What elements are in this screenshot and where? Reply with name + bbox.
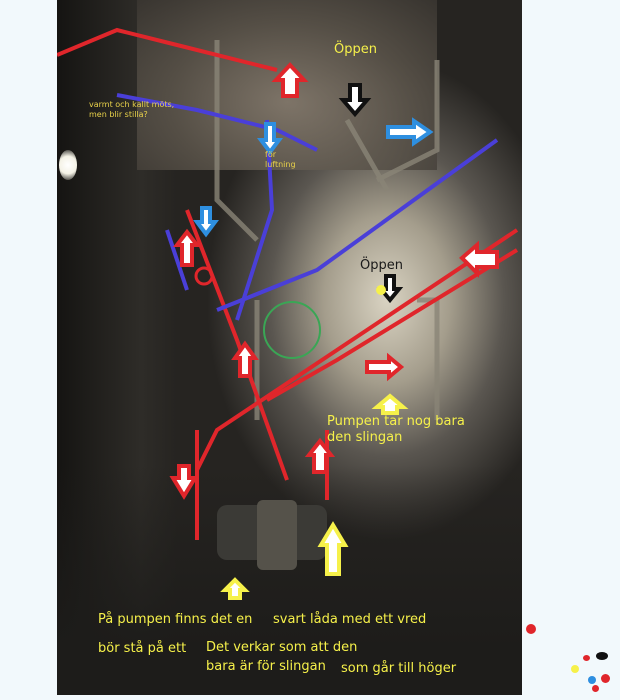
- pump: [217, 500, 327, 570]
- red-dot-3: [592, 685, 599, 692]
- yellow-up-arrow-mid: [371, 393, 409, 415]
- red-right-arrow-mid: [365, 352, 405, 382]
- pump-note: Pumpen tar nog bara den slingan: [327, 414, 465, 446]
- hot-water-pipes: [57, 27, 519, 540]
- bottom-text-2a: bör stå på ett: [98, 641, 187, 656]
- valve-highlight-circle: [263, 301, 321, 359]
- red-down-arrow-left: [169, 464, 199, 500]
- red-dot: [526, 624, 536, 634]
- red-dot-2: [601, 674, 610, 683]
- yellow-dot: [571, 665, 579, 673]
- vent-note: för luftning: [265, 150, 296, 170]
- red-left-arrow-right: [459, 240, 499, 278]
- cold-water-pipes: [116, 93, 499, 321]
- blue-down-arrow-vent: [257, 122, 283, 156]
- hot-pipe-top: [57, 27, 278, 72]
- bottom-text-3b: som går till höger: [341, 661, 457, 676]
- blue-right-arrow: [386, 117, 434, 147]
- mix-note-line-2: men blir stilla?: [89, 110, 148, 119]
- bottom-text-3a: bara är för slingan: [206, 659, 326, 674]
- black-dot: [596, 652, 608, 660]
- bottom-text-1b: svart låda med ett vred: [273, 612, 427, 627]
- red-dot-small: [583, 655, 590, 661]
- yellow-up-arrow-small: [220, 577, 250, 600]
- red-up-arrow-center: [231, 340, 259, 378]
- bottom-text-1a: På pumpen finns det en: [98, 612, 253, 627]
- mix-note-line-1: varmt och kallt möts,: [89, 100, 175, 109]
- bottom-text-2b: Det verkar som att den: [206, 640, 358, 655]
- mix-note: varmt och kallt möts, men blir stilla?: [89, 100, 174, 120]
- blue-down-arrow-left: [193, 206, 219, 238]
- black-down-arrow-oppen: [338, 83, 372, 118]
- pump-note-line-2: den slingan: [327, 430, 403, 445]
- red-up-arrow-lower: [304, 437, 336, 474]
- cold-pipe-diagonal: [216, 138, 499, 312]
- red-up-arrow-top: [271, 62, 309, 98]
- vent-note-line-2: luftning: [265, 160, 296, 169]
- hot-pipe-diagonal: [185, 209, 289, 481]
- hot-pipe-mid: [266, 248, 519, 402]
- oppen-label-top: Öppen: [334, 42, 377, 57]
- pipes-and-arrows: [57, 27, 519, 600]
- pump-note-line-1: Pumpen tar nog bara: [327, 414, 465, 429]
- pipe-photo: varmt och kallt möts, men blir stilla? f…: [57, 0, 522, 695]
- cold-pipe-top: [116, 93, 318, 152]
- yellow-marker: [376, 285, 386, 295]
- lamp-glow: [59, 150, 77, 180]
- oppen-label-mid: Öppen: [360, 258, 403, 273]
- blue-dot: [588, 676, 596, 684]
- red-up-arrow-left: [172, 228, 202, 267]
- hot-pipe-long: [195, 228, 519, 471]
- cold-pipe-left: [165, 229, 189, 291]
- yellow-up-arrow-large: [317, 521, 349, 576]
- vent-note-line-1: för: [265, 150, 276, 159]
- valve-red-circle: [194, 266, 214, 286]
